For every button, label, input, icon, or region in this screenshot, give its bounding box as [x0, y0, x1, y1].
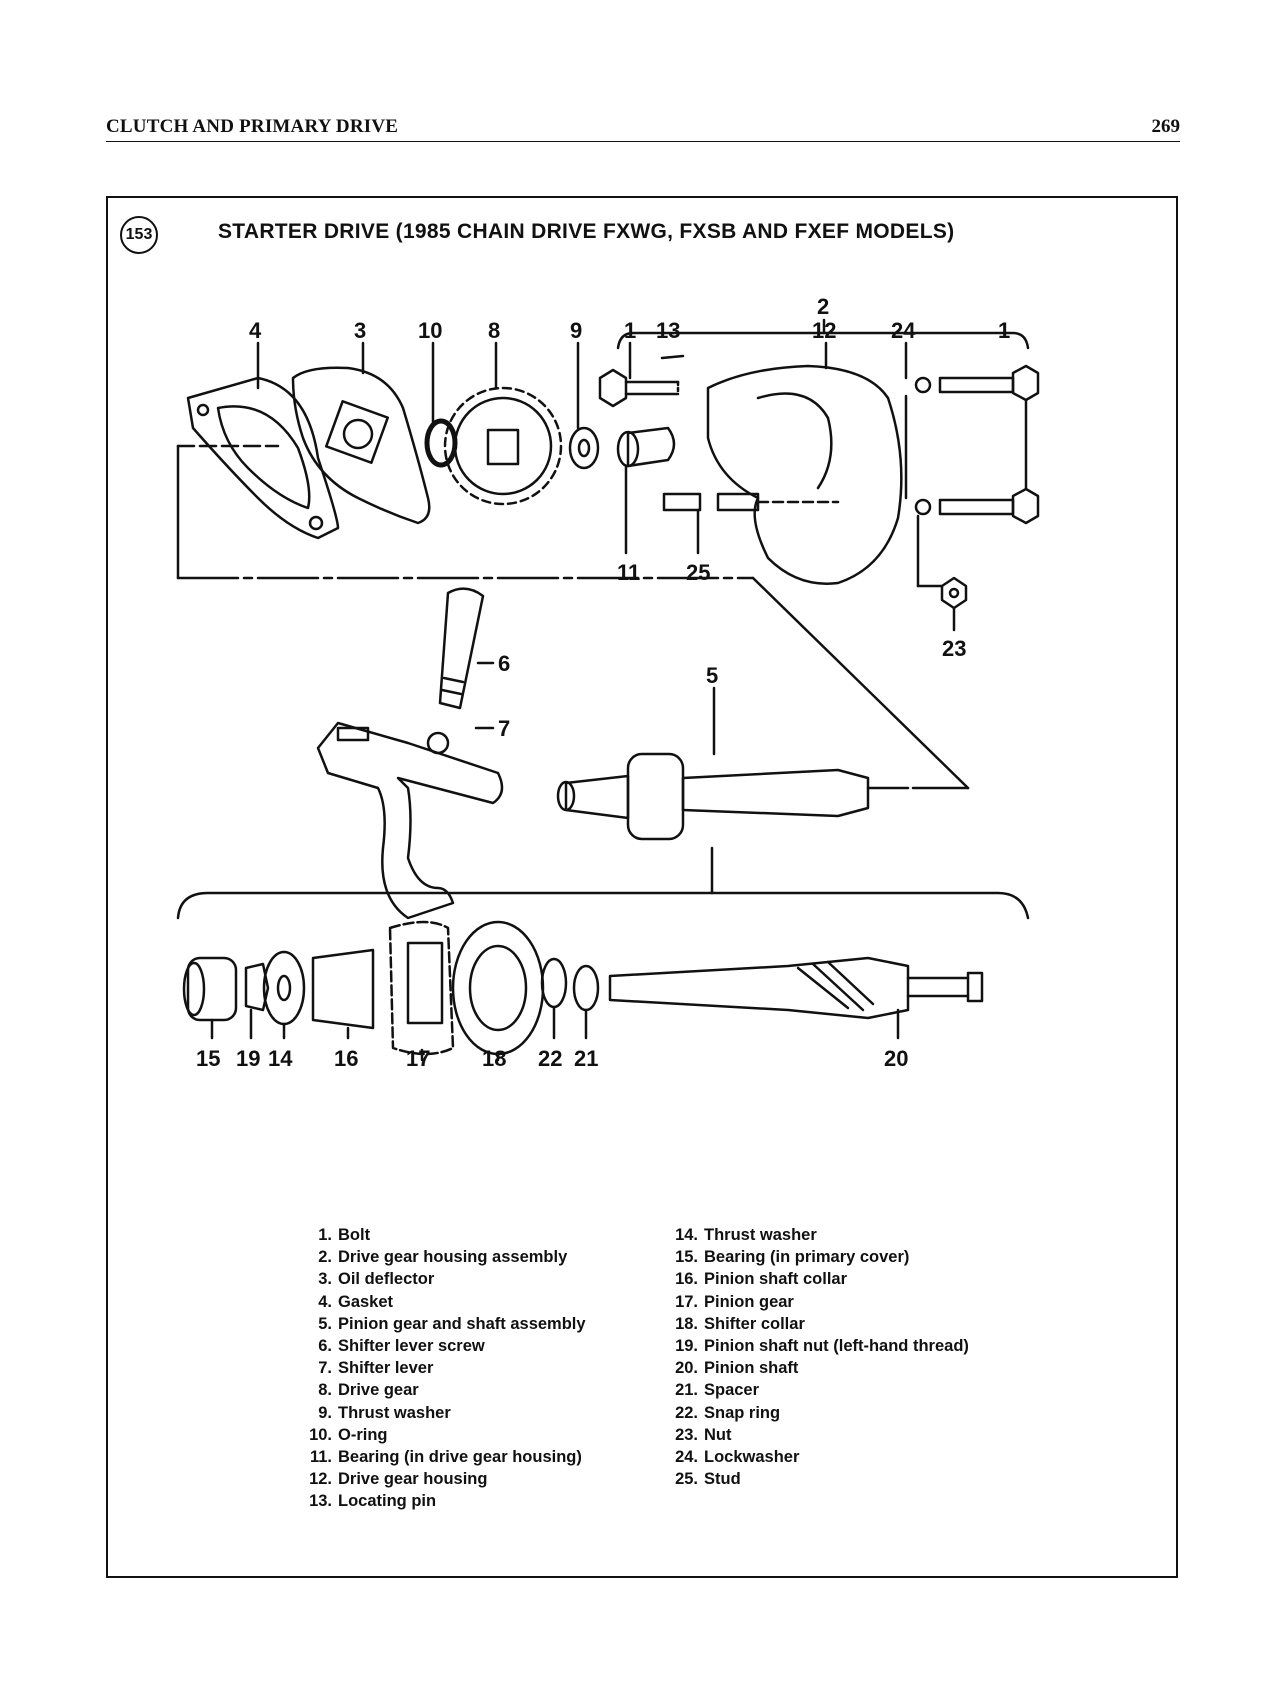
callout-15: 15	[196, 1046, 220, 1071]
legend-item: 21.Spacer	[675, 1381, 760, 1400]
pinion-shaft-20	[608, 956, 910, 1020]
legend-item: 20.Pinion shaft	[675, 1359, 799, 1378]
callout-10: 10	[418, 318, 442, 343]
stud-25	[662, 492, 702, 512]
bearing-11	[626, 426, 676, 468]
legend-item: 23.Nut	[675, 1425, 732, 1444]
legend-right: 14.Thrust washer 15.Bearing (in primary …	[666, 1224, 969, 1490]
pinion-collar-16	[311, 948, 375, 1030]
callout-21: 21	[574, 1046, 598, 1071]
legend-item: 14.Thrust washer	[675, 1226, 817, 1244]
drive-gear-8	[443, 386, 563, 506]
pinion-gear-17	[388, 920, 455, 1056]
callout-1-right: 1	[998, 318, 1010, 343]
exploded-diagram: 2 4 3 10 8 9 1 13 12 24 1 11 25 23 6 5 7…	[176, 294, 1040, 1071]
callout-25: 25	[686, 560, 710, 585]
bearing-15	[186, 956, 238, 1022]
thrust-washer-14	[262, 950, 306, 1026]
legend-item: 17.Pinion gear	[675, 1292, 794, 1311]
legend-item: 24.Lockwasher	[675, 1448, 800, 1467]
callout-6: 6	[498, 651, 510, 676]
callout-23: 23	[942, 636, 966, 661]
legend-item: 2.Drive gear housing assembly	[318, 1248, 568, 1267]
legend-item: 19.Pinion shaft nut (left-hand thread)	[675, 1337, 969, 1356]
legend-item: 13.Locating pin	[309, 1492, 437, 1511]
legend-item: 16.Pinion shaft collar	[675, 1270, 848, 1289]
nut-23	[940, 576, 968, 610]
callout-1-top: 1	[624, 318, 636, 343]
drive-gear-housing-12	[706, 364, 903, 585]
section-title: CLUTCH AND PRIMARY DRIVE	[106, 116, 399, 137]
legend-item: 18.Shifter collar	[675, 1314, 805, 1333]
legend-item: 7.Shifter lever	[318, 1359, 434, 1378]
callout-7: 7	[498, 716, 510, 741]
o-ring-10	[424, 418, 458, 468]
callout-5: 5	[706, 663, 718, 688]
thrust-washer-9	[568, 426, 600, 470]
legend-item: 10.O-ring	[309, 1425, 388, 1444]
pinion-shaft-assembly-5	[564, 774, 630, 820]
shifter-collar-18	[451, 920, 545, 1056]
legend-item: 22.Snap ring	[675, 1403, 781, 1422]
snap-ring-22	[540, 957, 568, 1009]
legend-item: 11.Bearing (in drive gear housing)	[309, 1448, 582, 1467]
callout-12: 12	[812, 318, 836, 343]
spacer-21	[572, 964, 600, 1012]
bolt-1-top	[598, 368, 628, 408]
legend-left: 1.Bolt 2.Drive gear housing assembly 3.O…	[300, 1224, 586, 1513]
callout-2: 2	[817, 294, 829, 319]
legend-item: 6.Shifter lever screw	[318, 1337, 485, 1356]
legend-item: 9.Thrust washer	[318, 1403, 451, 1422]
shifter-lever-screw-6	[438, 587, 485, 710]
figure-number-badge: 153	[120, 216, 158, 254]
legend-item: 1.Bolt	[318, 1226, 371, 1244]
page-header: CLUTCH AND PRIMARY DRIVE 269	[106, 114, 1180, 144]
legend-item: 15.Bearing (in primary cover)	[675, 1248, 910, 1267]
gasket-4	[186, 376, 340, 540]
callout-19: 19	[236, 1046, 260, 1071]
callout-4: 4	[249, 318, 262, 343]
callout-20: 20	[884, 1046, 908, 1071]
legend-item: 8.Drive gear	[318, 1381, 419, 1400]
callout-9: 9	[570, 318, 582, 343]
figure-title: STARTER DRIVE (1985 CHAIN DRIVE FXWG, FX…	[218, 220, 955, 243]
callout-18: 18	[482, 1046, 506, 1071]
legend-item: 3.Oil deflector	[318, 1270, 435, 1289]
legend-item: 5.Pinion gear and shaft assembly	[318, 1314, 586, 1333]
header-rule	[106, 141, 1180, 142]
oil-deflector-3	[291, 366, 431, 525]
legend-item: 12.Drive gear housing	[309, 1470, 488, 1489]
legend-item: 25.Stud	[675, 1470, 741, 1489]
callout-16: 16	[334, 1046, 358, 1071]
legend-item: 4.Gasket	[318, 1292, 394, 1311]
shifter-lever-7	[316, 721, 504, 920]
callout-3: 3	[354, 318, 366, 343]
callout-14: 14	[268, 1046, 293, 1071]
callout-22: 22	[538, 1046, 562, 1071]
callout-13: 13	[656, 318, 680, 343]
callout-17: 17	[406, 1046, 430, 1071]
figure-frame: 153 STARTER DRIVE (1985 CHAIN DRIVE FXWG…	[106, 196, 1178, 1578]
page-number: 269	[1151, 116, 1181, 137]
callout-11: 11	[617, 560, 640, 585]
callout-8: 8	[488, 318, 500, 343]
callout-24: 24	[891, 318, 916, 343]
